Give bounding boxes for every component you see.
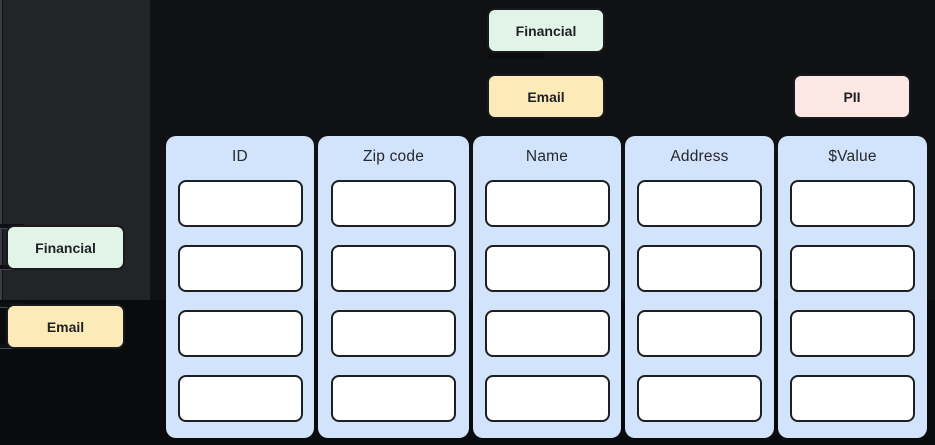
column-header: Name	[525, 148, 569, 165]
tag-shadow-step	[487, 53, 544, 59]
table-cell	[790, 310, 915, 357]
tag-email-top[interactable]: Email	[487, 74, 605, 119]
column-header: $Value	[828, 148, 877, 165]
table-cell	[637, 310, 762, 357]
table-cell	[484, 310, 610, 357]
table-column--value: $Value	[778, 136, 927, 438]
table-cell	[637, 375, 762, 422]
tag-email-sidebar[interactable]: Email	[6, 304, 125, 349]
sidebar-divider-line	[0, 0, 2, 300]
table-cell	[790, 245, 915, 292]
table-cell	[637, 180, 762, 227]
table-cell	[331, 310, 456, 357]
table-cell	[484, 245, 610, 292]
tag-financial-sidebar[interactable]: Financial	[6, 225, 125, 270]
table-cell	[790, 375, 915, 422]
table-cell	[637, 245, 762, 292]
column-header: Zip code	[362, 148, 425, 165]
tag-pii-top[interactable]: PII	[793, 74, 911, 119]
table-column-id: ID	[166, 136, 314, 438]
table-column-name: Name	[473, 136, 621, 438]
table-cell	[177, 180, 303, 227]
table-cell	[331, 375, 456, 422]
table-column-address: Address	[625, 136, 774, 438]
table-cell	[790, 180, 915, 227]
column-header: ID	[232, 148, 248, 165]
table-cell	[331, 245, 456, 292]
table-cell	[177, 310, 303, 357]
table-cell	[331, 180, 456, 227]
table-column-zip-code: Zip code	[318, 136, 469, 438]
tag-financial-top[interactable]: Financial	[487, 8, 605, 53]
table-cell	[484, 180, 610, 227]
table-cell	[177, 245, 303, 292]
table-cell	[177, 375, 303, 422]
table-cell	[484, 375, 610, 422]
column-header: Address	[670, 148, 729, 165]
